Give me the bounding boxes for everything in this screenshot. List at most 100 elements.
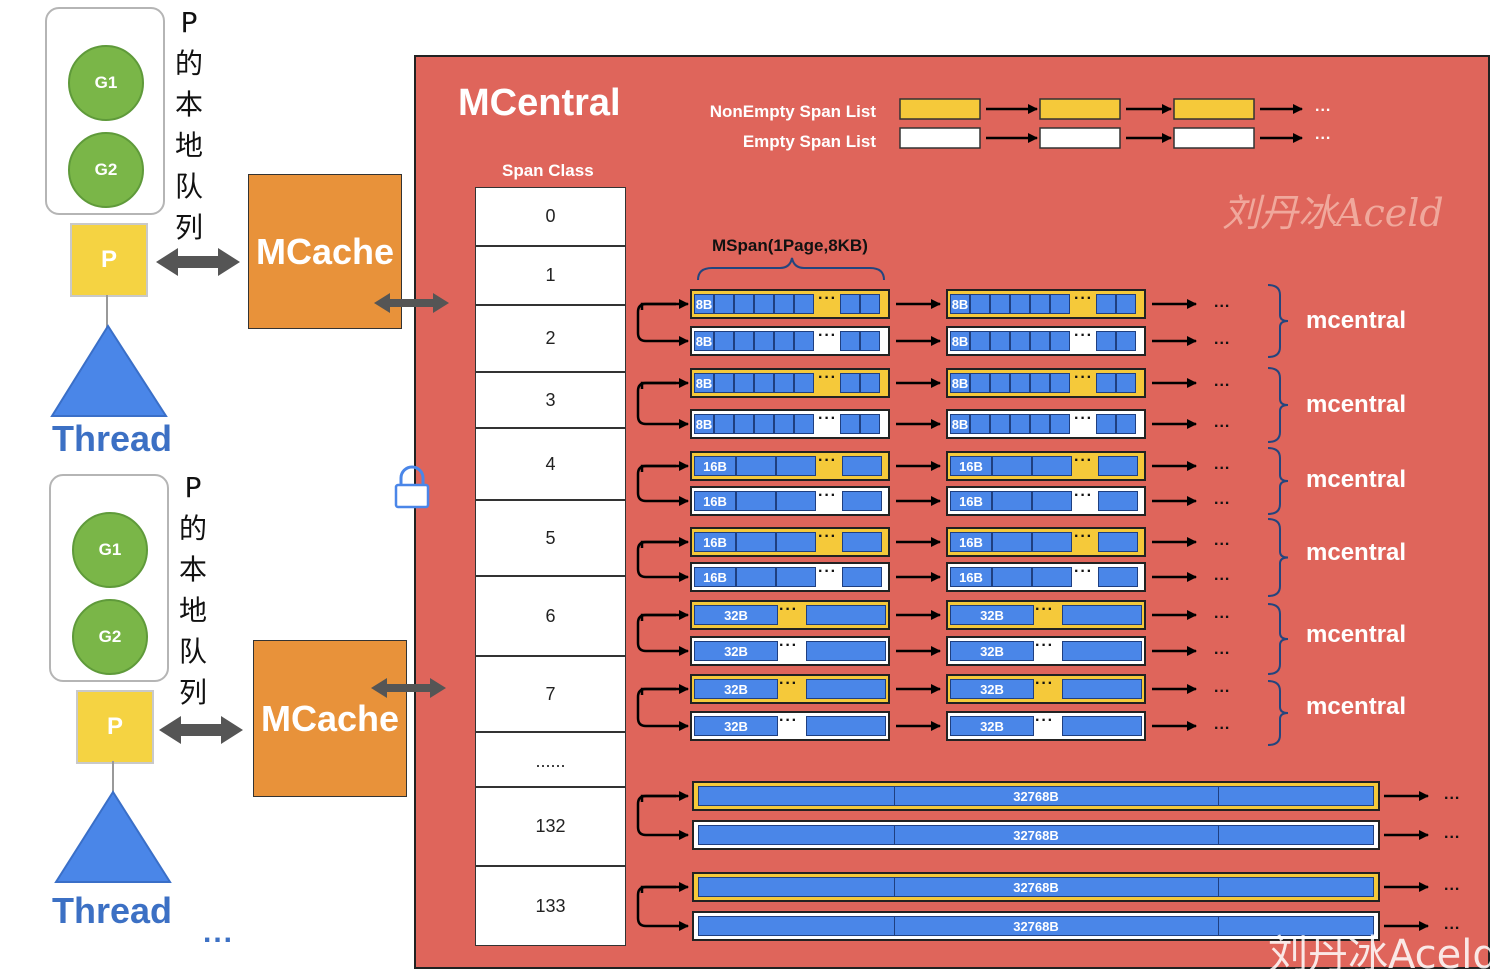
memory-block — [776, 456, 816, 476]
m2-triangle — [54, 761, 172, 883]
memory-block — [806, 716, 886, 736]
row-more: ... — [1214, 605, 1231, 622]
block-ellipsis: ··· — [1074, 327, 1093, 344]
span-list-legend — [899, 98, 1303, 149]
row-more: ... — [1214, 294, 1231, 311]
memory-block — [806, 679, 886, 699]
memory-block — [734, 294, 754, 314]
block-size-label: 32B — [724, 643, 748, 659]
memory-block — [1062, 679, 1142, 699]
memory-block — [806, 641, 886, 661]
local-queue-label-1: P 的 本 地 队 列 — [172, 2, 206, 248]
goroutine-g2-1: G2 — [68, 132, 144, 208]
legend-span-box — [1039, 127, 1121, 149]
span-class-cell: 6 — [475, 576, 626, 656]
block-size-label: 16B — [959, 458, 983, 474]
memory-block — [860, 414, 880, 434]
memory-block — [970, 331, 990, 351]
memory-block — [714, 294, 734, 314]
memory-block — [842, 567, 882, 587]
memory-block — [1030, 414, 1050, 434]
memory-block — [694, 567, 736, 587]
queue-char: 本 — [178, 553, 207, 586]
memory-block — [970, 294, 990, 314]
p-mcache-double-arrow-1 — [156, 248, 240, 276]
block-ellipsis: ··· — [1074, 563, 1093, 580]
memory-block — [950, 414, 970, 434]
memory-block — [694, 605, 778, 625]
block-size-label: 32768B — [1013, 879, 1059, 895]
memory-block — [1032, 456, 1072, 476]
block-size-label: 32B — [980, 718, 1004, 734]
block-size-label: 8B — [951, 375, 969, 391]
block-size-label: 8B — [951, 416, 969, 432]
block-size-label: 8B — [951, 333, 969, 349]
block-size-label: 32B — [980, 643, 1004, 659]
block-ellipsis: ··· — [818, 369, 837, 386]
memory-block — [950, 294, 970, 314]
memory-block — [694, 491, 736, 511]
memory-block — [950, 373, 970, 393]
row-more: ... — [1444, 877, 1461, 894]
queue-char: 地 — [174, 129, 203, 162]
memory-block — [1116, 331, 1136, 351]
queue-char: 列 — [178, 676, 207, 709]
block-ellipsis: ··· — [818, 327, 837, 344]
class-link-arrow — [640, 299, 689, 310]
large-memory-block — [698, 877, 1374, 897]
span-class-cell: 1 — [475, 246, 626, 305]
memory-block — [860, 294, 880, 314]
memory-block — [1050, 414, 1070, 434]
memory-block — [694, 716, 778, 736]
span-class-cell: 132 — [475, 787, 626, 866]
block-ellipsis: ··· — [818, 563, 837, 580]
memory-block — [1032, 491, 1072, 511]
mcache-mcentral-double-arrow-1 — [374, 293, 449, 313]
mcache-mcentral-double-arrow-2 — [371, 678, 446, 698]
memory-block — [794, 414, 814, 434]
memory-block — [840, 373, 860, 393]
block-ellipsis: ··· — [818, 528, 837, 545]
memory-block — [1098, 456, 1138, 476]
watermark-top: 刘丹冰Aceld — [1222, 191, 1444, 235]
memory-block — [1010, 373, 1030, 393]
row-more: ... — [1214, 532, 1231, 549]
span-class-cell: 7 — [475, 656, 626, 732]
block-divider — [1218, 825, 1219, 845]
block-size-label: 8B — [951, 296, 969, 312]
thread-label-1: Thread — [52, 418, 173, 459]
memory-block — [1098, 532, 1138, 552]
mcache-box-2: MCache — [253, 640, 407, 797]
memory-block — [694, 456, 736, 476]
memory-block — [776, 567, 816, 587]
large-memory-block — [698, 786, 1374, 806]
block-ellipsis: ··· — [1074, 452, 1093, 469]
block-size-label: 8B — [695, 416, 713, 432]
memory-block — [950, 641, 1034, 661]
mcentral-group-label: mcentral — [1306, 693, 1407, 720]
processor-p-1: P — [70, 223, 148, 297]
nonempty-list-more: ... — [1315, 98, 1332, 115]
row-more: ... — [1214, 679, 1231, 696]
memory-block — [754, 373, 774, 393]
memory-block — [990, 414, 1010, 434]
queue-char: P — [180, 6, 198, 39]
memory-block — [774, 414, 794, 434]
block-size-label: 32B — [980, 681, 1004, 697]
memory-block — [992, 532, 1032, 552]
memory-block — [794, 331, 814, 351]
mspan-size-label: MSpan(1Page,8KB) — [712, 236, 868, 255]
queue-char: 地 — [178, 594, 207, 627]
legend-span-box — [1039, 98, 1121, 120]
mcentral-group-label: mcentral — [1306, 539, 1407, 566]
row-more: ... — [1214, 567, 1231, 584]
queue-char: 的 — [178, 512, 207, 545]
class-link-arrow — [640, 537, 689, 548]
lock-icon — [394, 465, 430, 509]
memory-block — [950, 456, 992, 476]
legend-span-box — [1173, 98, 1255, 120]
memory-block — [736, 491, 776, 511]
mcentral-group-label: mcentral — [1306, 466, 1407, 493]
block-size-label: 32768B — [1013, 827, 1059, 843]
